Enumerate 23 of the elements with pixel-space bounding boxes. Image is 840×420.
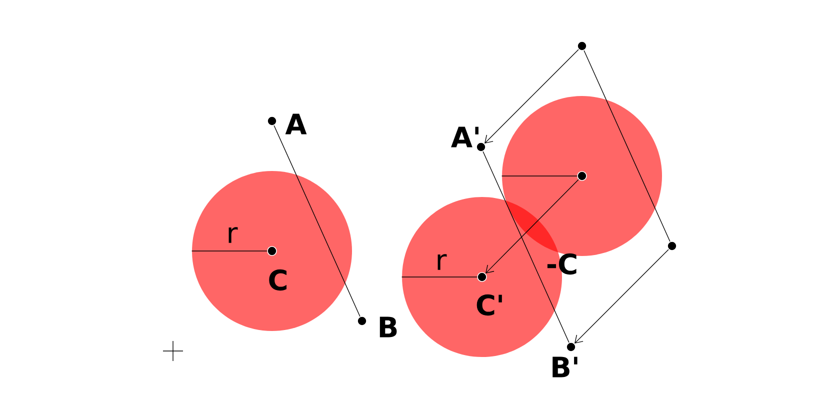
point-dot	[267, 246, 277, 256]
point-label: C'	[476, 294, 502, 316]
arrow	[485, 179, 579, 274]
point-label: A	[285, 114, 307, 134]
point-dot	[477, 272, 487, 282]
point-dot	[267, 116, 277, 126]
line	[274, 125, 360, 317]
point-label: B'	[552, 356, 578, 378]
radius-label: r	[438, 254, 447, 270]
point-dot	[577, 41, 587, 51]
arrow	[574, 249, 669, 344]
radius-label: r	[228, 227, 238, 243]
point-dot	[667, 241, 677, 251]
point-dot	[577, 171, 587, 181]
disk	[192, 171, 352, 331]
line	[584, 50, 670, 242]
point-label: B	[380, 316, 397, 338]
point-dot	[357, 316, 367, 326]
point-label: C	[269, 269, 286, 291]
arrow	[484, 49, 579, 144]
point-dot	[566, 342, 576, 352]
line	[482, 151, 570, 343]
point-label: A'	[451, 126, 478, 148]
